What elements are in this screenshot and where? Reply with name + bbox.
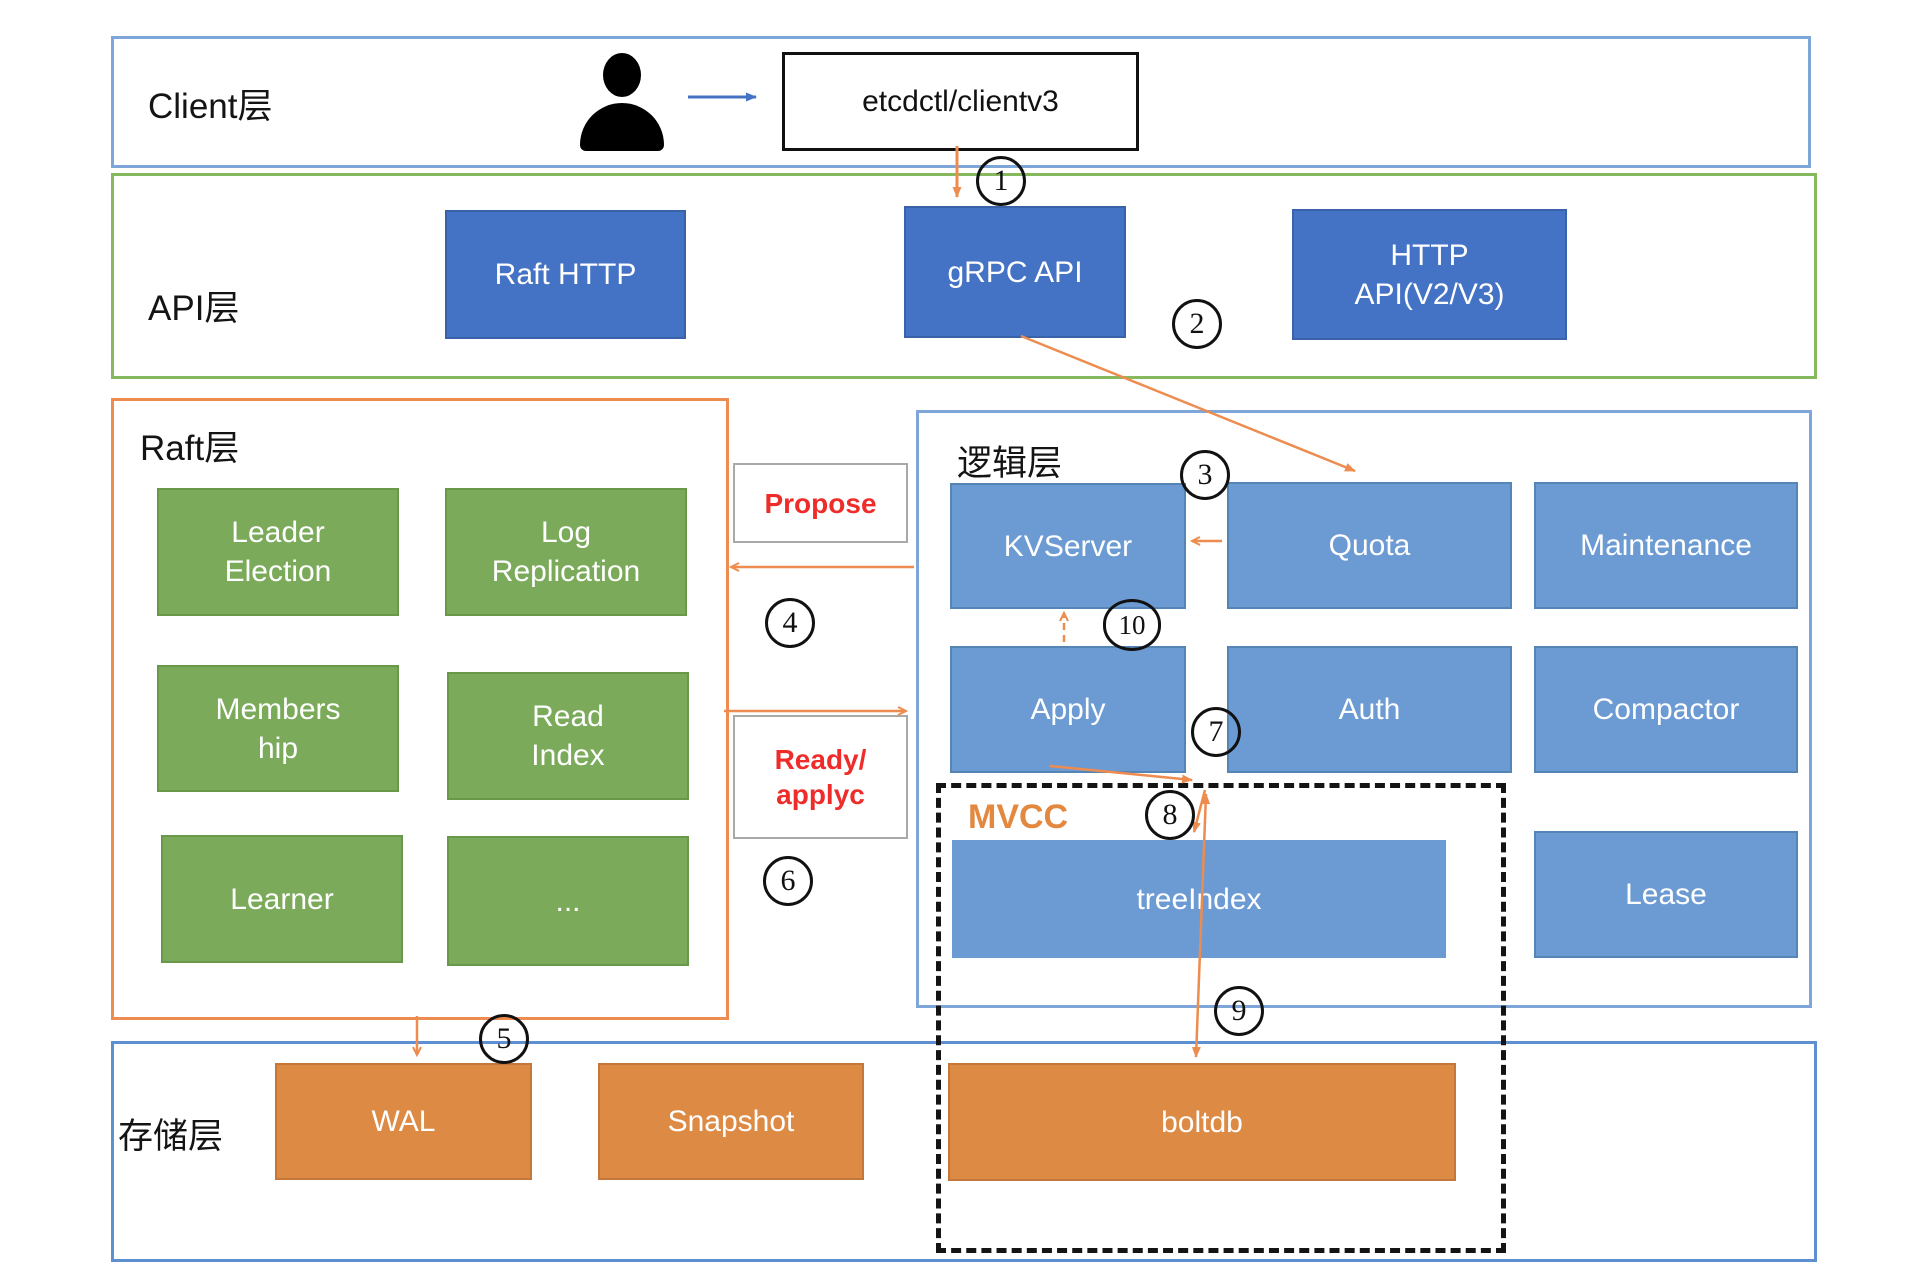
step-4-badge: 4 (765, 598, 815, 648)
client-layer-label: Client层 (148, 87, 273, 126)
step-9-badge: 9 (1214, 986, 1264, 1036)
quota-box: Quota (1227, 482, 1512, 609)
raft-layer-frame (111, 398, 729, 1020)
ready-applyc-label: Ready/ applyc (733, 715, 908, 839)
logic-layer-frame (916, 410, 1812, 1008)
snapshot-box: Snapshot (598, 1063, 864, 1180)
api-layer-label: API层 (148, 289, 240, 328)
storage-layer-frame (111, 1041, 1817, 1262)
step-5-badge: 5 (479, 1014, 529, 1064)
logic-layer-label: 逻辑层 (957, 444, 1063, 483)
api-layer-frame (111, 173, 1817, 379)
learner-box: Learner (161, 835, 403, 963)
membership-box: Members hip (157, 665, 399, 792)
step-2-badge: 2 (1172, 299, 1222, 349)
step-7-badge: 7 (1191, 707, 1241, 757)
lease-box: Lease (1534, 831, 1798, 958)
apply-box: Apply (950, 646, 1186, 773)
user-icon-head (603, 53, 641, 97)
user-icon-torso (580, 103, 664, 151)
maintenance-box: Maintenance (1534, 482, 1798, 609)
raft-more-box: ... (447, 836, 689, 966)
mvcc-dashed-frame (936, 783, 1506, 1253)
wal-box: WAL (275, 1063, 532, 1180)
client-layer-frame (111, 36, 1811, 168)
kvserver-box: KVServer (950, 483, 1186, 609)
step-3-badge: 3 (1180, 450, 1230, 500)
step-8-badge: 8 (1145, 790, 1195, 840)
mvcc-label: MVCC (968, 798, 1069, 836)
step-6-badge: 6 (763, 856, 813, 906)
step-1-badge: 1 (976, 156, 1026, 206)
raft-http-box: Raft HTTP (445, 210, 686, 339)
boltdb-box: boltdb (948, 1063, 1456, 1181)
step-10-badge: 10 (1103, 599, 1161, 651)
leader-election-box: Leader Election (157, 488, 399, 616)
auth-box: Auth (1227, 646, 1512, 773)
log-replication-box: Log Replication (445, 488, 687, 616)
compactor-box: Compactor (1534, 646, 1798, 773)
http-api-box: HTTP API(V2/V3) (1292, 209, 1567, 340)
grpc-api-box: gRPC API (904, 206, 1126, 338)
storage-layer-label: 存储层 (118, 1117, 224, 1156)
propose-label: Propose (733, 463, 908, 543)
read-index-box: Read Index (447, 672, 689, 800)
user-silhouette-icon (580, 53, 664, 151)
etcdctl-clientv3-box: etcdctl/clientv3 (782, 52, 1139, 151)
raft-layer-label: Raft层 (140, 429, 240, 468)
